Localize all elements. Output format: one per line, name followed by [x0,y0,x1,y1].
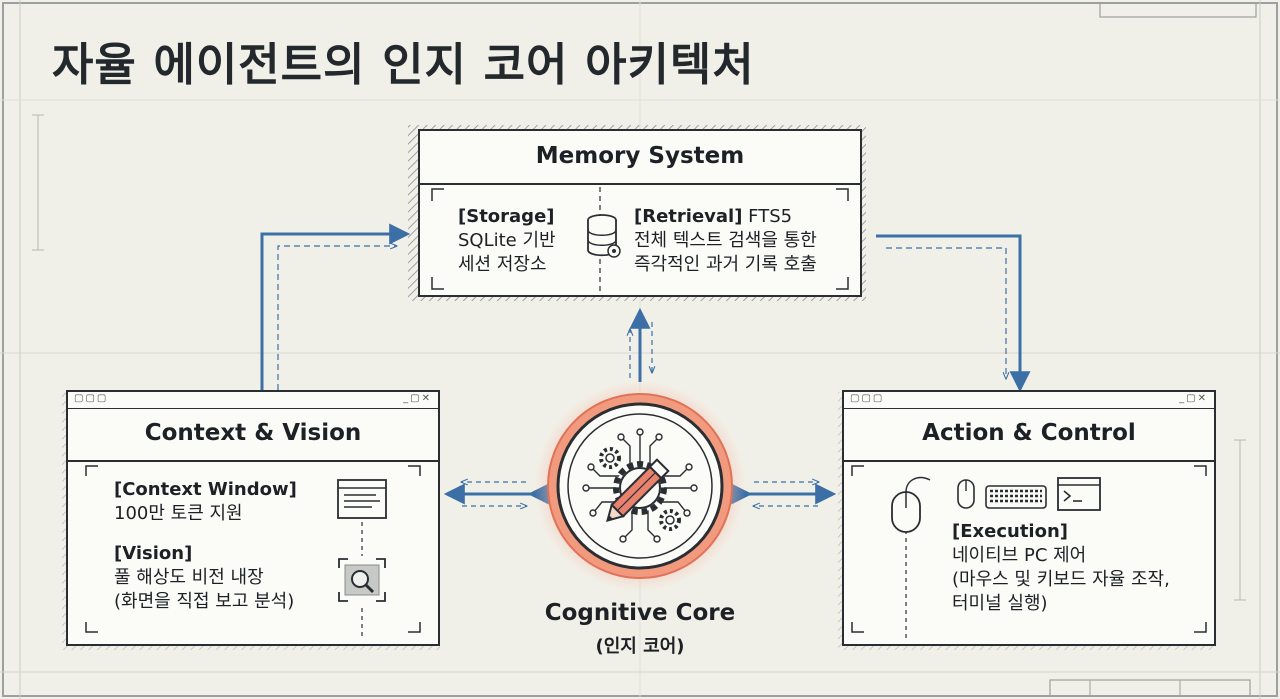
terminal-icon [1057,477,1101,511]
vision-label: [Vision] [114,543,193,564]
document-window-icon [337,479,387,519]
database-icon [587,214,621,258]
vision-line1: 풀 해상도 비전 내장 [114,567,264,588]
retrieval-line2: 즉각적인 과거 기록 호출 [634,254,817,275]
page-title: 자율 에이전트의 인지 코어 아키텍처 [52,38,755,91]
memory-system-box: Memory System [Storage] SQLite 기반 세션 저장소… [418,129,862,297]
cognitive-core-title: Cognitive Core [544,600,736,626]
cognitive-core-subtitle: (인지 코어) [595,636,685,657]
pencil-icon [606,458,670,522]
small-mouse-icon [957,479,975,509]
vision-scan-icon [338,558,386,602]
window-dots: ▢▢▢ [850,393,885,404]
action-control-box: ▢▢▢ _▢✕ Action & Control [842,390,1216,646]
execution-line2: (마우스 및 키보드 자율 조작, [952,569,1170,590]
arrow-context-to-memory [260,223,411,390]
execution-label: [Execution] [952,521,1069,542]
context-window-line1: 100만 토큰 지원 [114,503,243,524]
vision-text: [Vision] 풀 해상도 비전 내장 (화면을 직접 보고 분석) [114,542,294,614]
action-control-title: Action & Control [922,420,1136,446]
storage-line2: 세션 저장소 [458,254,547,275]
execution-line3: 터미널 실행) [952,593,1048,614]
context-corner-marks [85,465,421,636]
keyboard-icon [985,485,1047,509]
cognitive-core-icon [582,428,698,543]
arrow-memory-to-action [876,234,1031,393]
mouse-icon [891,476,931,533]
vision-line2: (화면을 직접 보고 분석) [114,591,295,612]
arrow-memory-to-action-dashed [886,247,1006,378]
storage-text: [Storage] SQLite 기반 세션 저장소 [458,205,556,277]
arrow-context-to-memory-dashed [277,246,396,390]
context-window-text: [Context Window] 100만 토큰 지원 [114,478,297,526]
memory-corner-marks [431,187,849,291]
window-controls: _▢✕ [1179,393,1208,404]
window-dots: ▢▢▢ [74,393,109,404]
execution-text: [Execution] 네이티브 PC 제어 (마우스 및 키보드 자율 조작,… [952,520,1170,616]
action-corner-marks [851,465,1207,638]
storage-line1: SQLite 기반 [458,230,556,251]
execution-line1: 네이티브 PC 제어 [952,545,1087,566]
retrieval-label: [Retrieval] [634,206,743,227]
retrieval-text: [Retrieval] FTS5 전체 텍스트 검색을 통한 즉각적인 과거 기… [634,205,817,277]
retrieval-tech: FTS5 [748,206,793,227]
memory-system-title: Memory System [535,143,745,169]
retrieval-line1: 전체 텍스트 검색을 통한 [634,230,817,251]
storage-label: [Storage] [458,206,555,227]
context-vision-box: ▢▢▢ _▢✕ Context & Vision [Conte [66,390,440,646]
context-window-label: [Context Window] [114,479,297,500]
context-vision-title: Context & Vision [144,420,362,446]
window-controls: _▢✕ [403,393,432,404]
